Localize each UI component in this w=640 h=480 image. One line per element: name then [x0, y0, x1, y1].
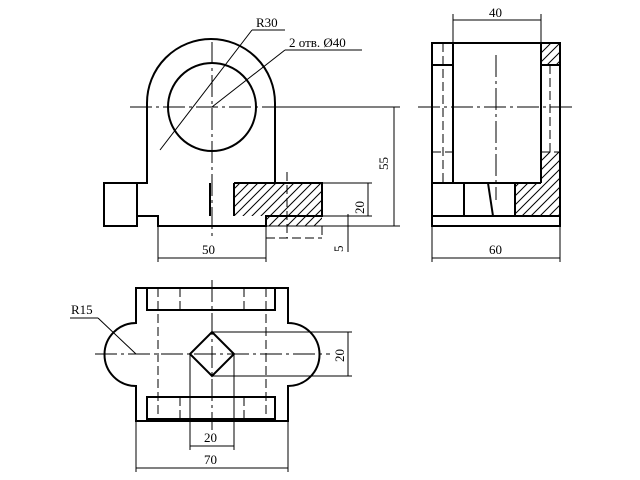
dim60-label: 60 — [489, 242, 502, 257]
dim20-label: 20 — [352, 201, 367, 214]
side-view: 40 60 — [418, 5, 575, 262]
side-break-line — [487, 182, 494, 217]
r15-leader — [97, 317, 137, 355]
dim55-label: 55 — [376, 157, 391, 170]
front-outline — [103, 38, 323, 227]
front-section-hatch-upper — [234, 183, 322, 216]
holes-label: 2 отв. Ø40 — [289, 35, 346, 50]
dim40-label: 40 — [489, 5, 502, 20]
front-view: R30 2 отв. Ø40 55 20 5 50 — [103, 15, 400, 262]
dim70-label: 70 — [204, 452, 217, 467]
r30-label: R30 — [256, 15, 278, 30]
r15-label: R15 — [71, 302, 93, 317]
top-slot-upper — [146, 287, 276, 311]
dim5-label: 5 — [331, 246, 346, 253]
dim20h-label: 20 — [204, 430, 217, 445]
r30-leader — [159, 29, 253, 151]
dim50-label: 50 — [202, 242, 215, 257]
side-outline — [431, 42, 561, 227]
dim20v-label: 20 — [332, 349, 347, 362]
holes-leader — [211, 49, 286, 108]
top-view: R15 20 20 70 — [70, 280, 352, 472]
top-slot-lower — [146, 396, 276, 420]
front-section-hatch-lower — [266, 216, 322, 226]
side-top-hatch — [541, 43, 560, 65]
